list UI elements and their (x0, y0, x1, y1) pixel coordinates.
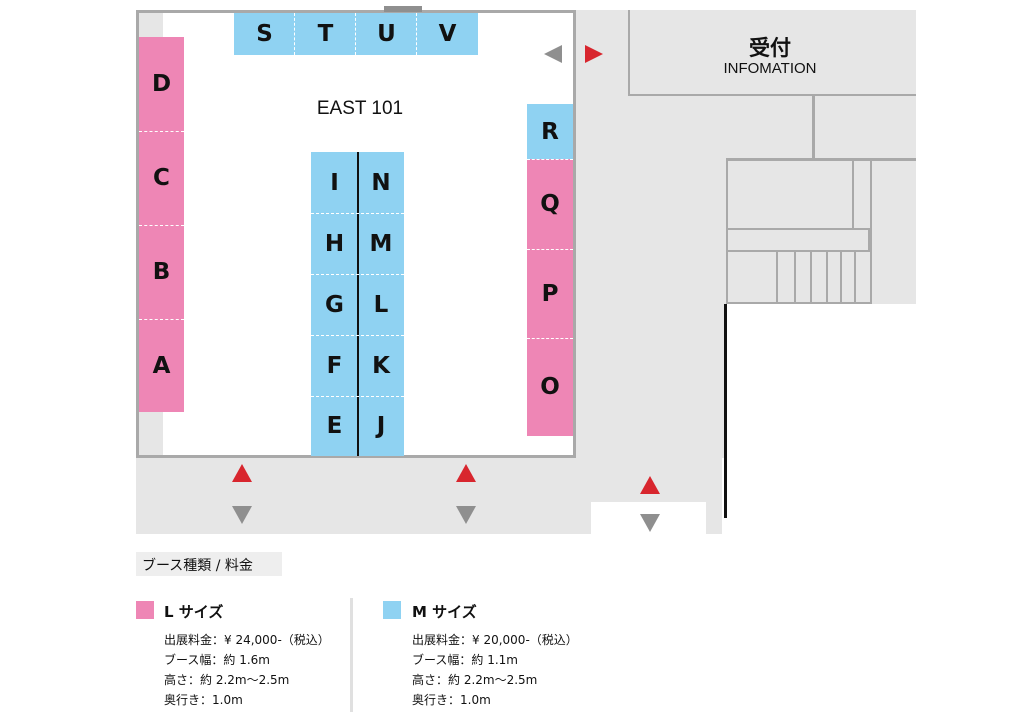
legend-l-height: 高さ：約 2.2m〜2.5m (164, 673, 290, 687)
booth-n[interactable]: N (358, 152, 404, 213)
booth-l[interactable]: L (358, 274, 404, 335)
stair-landing (726, 228, 870, 252)
booth-divider (294, 13, 295, 55)
corridor-floor-lower-right (576, 502, 590, 534)
room-label: EAST 101 (316, 98, 404, 119)
stair-step-5 (840, 252, 842, 304)
booth-divider (139, 131, 184, 132)
corridor-floor (136, 458, 591, 534)
reception-title: 受付 (749, 36, 791, 60)
exit-arrow-icon (544, 45, 562, 63)
stair-rail-1 (852, 160, 854, 228)
entry-arrow-icon (232, 464, 252, 482)
booth-q[interactable]: Q (527, 159, 573, 249)
stair-step-3 (810, 252, 812, 304)
legend-l-swatch (136, 601, 154, 619)
legend-m-depth: 奥行き：1.0m (412, 693, 491, 707)
lobby-divider-horizontal (726, 158, 916, 161)
booth-b[interactable]: B (139, 225, 184, 319)
legend-m-height: 高さ：約 2.2m〜2.5m (412, 673, 538, 687)
booth-h[interactable]: H (311, 213, 358, 274)
booth-k[interactable]: K (358, 335, 404, 396)
booth-divider (527, 159, 573, 160)
legend-divider (350, 598, 353, 712)
booth-e[interactable]: E (311, 396, 358, 456)
island-center-line (357, 152, 359, 456)
booth-i[interactable]: I (311, 152, 358, 213)
booth-divider (311, 274, 404, 275)
corridor-floor-lower-far (706, 502, 722, 534)
room-door (384, 6, 422, 12)
reception-subtitle: INFOMATION (723, 60, 817, 77)
legend-m-width: ブース幅：約 1.1m (412, 653, 518, 667)
exit-arrow-icon (456, 506, 476, 524)
legend-heading (136, 552, 282, 576)
legend-l-width: ブース幅：約 1.6m (164, 653, 270, 667)
booth-r[interactable]: R (527, 104, 573, 159)
exit-arrow-icon (232, 506, 252, 524)
legend-m-fee: 出展料金：¥ 20,000-（税込） (412, 633, 578, 647)
booth-f[interactable]: F (311, 335, 358, 396)
booth-g[interactable]: G (311, 274, 358, 335)
booth-divider (311, 213, 404, 214)
stair-step-2 (794, 252, 796, 304)
booth-divider (355, 13, 356, 55)
legend-l-title: L サイズ (164, 603, 224, 621)
legend-l-details: 出展料金：¥ 24,000-（税込） ブース幅：約 1.6m 高さ：約 2.2m… (164, 630, 330, 710)
booth-divider (527, 338, 573, 339)
booth-divider (139, 225, 184, 226)
booth-d[interactable]: D (139, 37, 184, 131)
lobby-cutout (726, 304, 926, 534)
stair-step-1 (776, 252, 778, 304)
reception-room (628, 10, 916, 96)
booth-v[interactable]: V (417, 13, 478, 55)
legend-heading-text: ブース種類 / 料金 (142, 558, 253, 574)
legend-m-title: M サイズ (412, 603, 477, 621)
legend-l-depth: 奥行き：1.0m (164, 693, 243, 707)
booth-a[interactable]: A (139, 319, 184, 412)
exit-arrow-icon (640, 514, 660, 532)
stair-step-4 (826, 252, 828, 304)
entry-arrow-icon (585, 45, 603, 63)
legend-l-fee: 出展料金：¥ 24,000-（税込） (164, 633, 330, 647)
booth-divider (527, 249, 573, 250)
booth-j[interactable]: J (358, 396, 404, 456)
booth-u[interactable]: U (356, 13, 417, 55)
legend-m-swatch (383, 601, 401, 619)
booth-t[interactable]: T (295, 13, 356, 55)
booth-divider (139, 319, 184, 320)
booth-o[interactable]: O (527, 338, 573, 436)
lobby-divider (812, 96, 815, 158)
lobby-wall (724, 304, 727, 518)
stair-step-6 (854, 252, 856, 304)
booth-divider (311, 396, 404, 397)
legend-m-details: 出展料金：¥ 20,000-（税込） ブース幅：約 1.1m 高さ：約 2.2m… (412, 630, 578, 710)
booth-s[interactable]: S (234, 13, 295, 55)
booth-m[interactable]: M (358, 213, 404, 274)
booth-c[interactable]: C (139, 131, 184, 225)
booth-divider (311, 335, 404, 336)
booth-divider (416, 13, 417, 55)
booth-p[interactable]: P (527, 249, 573, 338)
entry-arrow-icon (640, 476, 660, 494)
entry-arrow-icon (456, 464, 476, 482)
